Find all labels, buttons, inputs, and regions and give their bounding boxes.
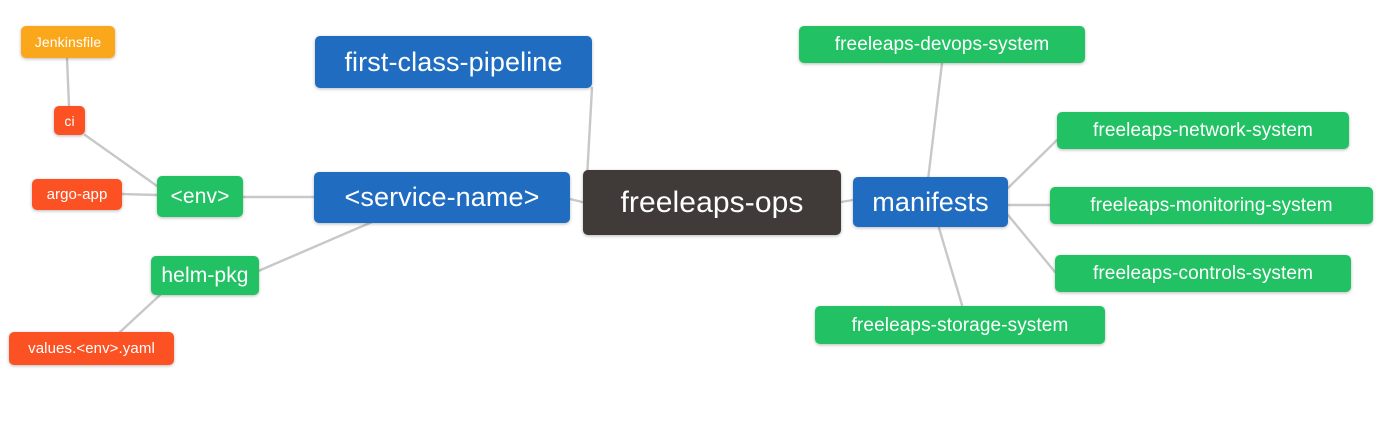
node-first-class-pipeline[interactable]: first-class-pipeline	[315, 36, 592, 88]
node-ci[interactable]: ci	[54, 106, 85, 135]
edge-root-manifests	[839, 198, 855, 204]
edge-env-ci	[83, 133, 159, 188]
node-freeleaps-ops[interactable]: freeleaps-ops	[583, 170, 841, 235]
node-freeleaps-controls-system[interactable]: freeleaps-controls-system	[1055, 255, 1351, 292]
node-jenkinsfile[interactable]: Jenkinsfile	[21, 26, 115, 58]
edge-manifests-network-system	[1006, 138, 1059, 190]
edge-env-argo-app	[120, 192, 159, 197]
node-freeleaps-devops-system[interactable]: freeleaps-devops-system	[799, 26, 1085, 63]
node-argo-app[interactable]: argo-app	[32, 179, 122, 210]
node-freeleaps-monitoring-system[interactable]: freeleaps-monitoring-system	[1050, 187, 1373, 224]
node-freeleaps-network-system[interactable]: freeleaps-network-system	[1057, 112, 1349, 149]
node-service-name[interactable]: <service-name>	[314, 172, 570, 223]
node-helm-pkg[interactable]: helm-pkg	[151, 256, 259, 295]
node-manifests[interactable]: manifests	[853, 177, 1008, 227]
edge-manifests-devops-system	[926, 61, 944, 182]
edge-helm-pkg-values-yaml	[118, 293, 162, 334]
node-freeleaps-storage-system[interactable]: freeleaps-storage-system	[815, 306, 1105, 344]
edge-manifests-storage-system	[937, 226, 964, 307]
edge-service-name-helm-pkg	[254, 220, 374, 274]
node-env[interactable]: <env>	[157, 176, 243, 217]
edge-ci-jenkinsfile	[65, 56, 71, 108]
edge-manifests-controls-system	[1006, 213, 1057, 274]
node-values-env-yaml[interactable]: values.<env>.yaml	[9, 332, 174, 365]
